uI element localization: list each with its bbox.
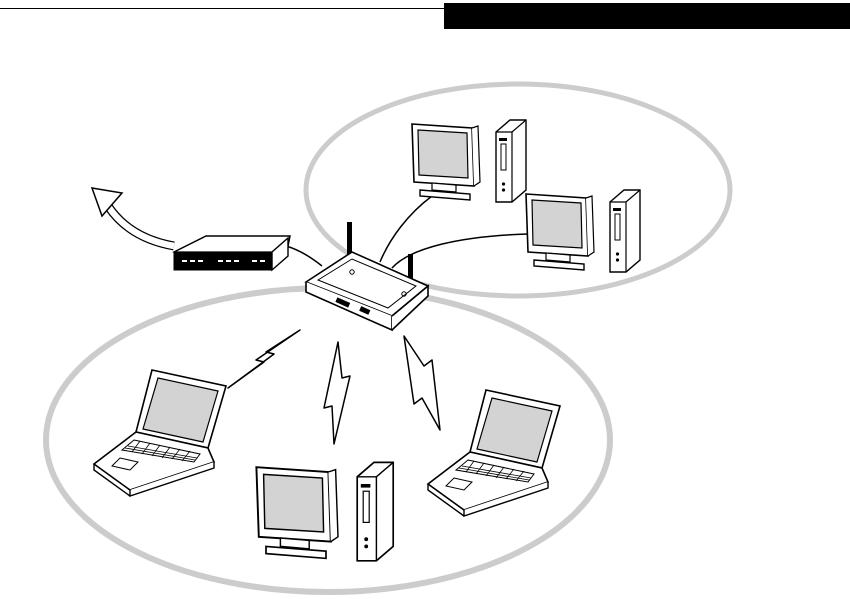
laptop-icon [428,390,560,516]
curved-arrow-icon [92,188,174,246]
wireless-link-laptop-1 [228,330,300,388]
cable-modem-to-ap [286,246,322,266]
wireless-laptop-1 [94,370,226,496]
laptop-icon [94,370,226,496]
desktop-computer-icon [526,190,640,272]
wired-desktop-2 [526,190,640,272]
wireless-desktop [256,462,393,560]
wired-desktop-1 [412,120,526,202]
lightning-bolt-icon [324,342,350,444]
desktop-computer-icon [256,462,393,560]
wireless-laptop-2 [428,390,560,516]
wireless-link-laptop-2 [404,336,440,430]
cable-ap-to-desktop-1 [380,196,432,262]
lightning-bolt-icon [404,336,440,430]
desktop-computer-icon [412,120,526,202]
broadband-modem-icon [174,236,290,270]
wireless-link-desktop [324,342,350,444]
wireless-router-icon [306,222,428,330]
